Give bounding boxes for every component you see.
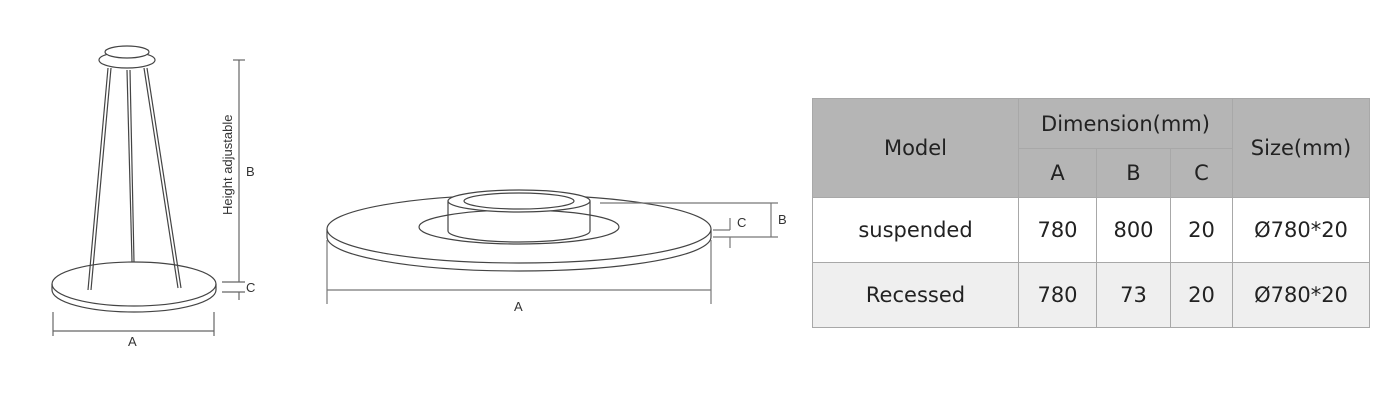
table-row: Recessed 780 73 20 Ø780*20 (812, 262, 1370, 328)
header-b: B (1096, 148, 1171, 198)
header-size: Size(mm) (1232, 98, 1370, 198)
header-model: Model (812, 98, 1019, 198)
cell-size: Ø780*20 (1232, 262, 1370, 328)
recessed-dimension-c-label: C (737, 215, 746, 230)
table-row: suspended 780 800 20 Ø780*20 (812, 197, 1370, 263)
dimension-b-label: B (246, 164, 255, 179)
cell-c: 20 (1170, 262, 1233, 328)
cell-b: 73 (1096, 262, 1171, 328)
dimension-a-label: A (128, 334, 137, 349)
dimension-c-label: C (246, 280, 255, 295)
dimension-table: Model Dimension(mm) Size(mm) A B C suspe… (812, 98, 1370, 328)
cell-model: Recessed (812, 262, 1019, 328)
recessed-dimension-b-label: B (778, 212, 787, 227)
recessed-dimension-a-label: A (514, 299, 523, 314)
cell-a: 780 (1018, 262, 1097, 328)
cell-c: 20 (1170, 197, 1233, 263)
height-adjustable-label: Height adjustable (220, 115, 235, 215)
cell-size: Ø780*20 (1232, 197, 1370, 263)
header-c: C (1170, 148, 1233, 198)
recessed-lamp-drawing (326, 189, 778, 304)
cell-model: suspended (812, 197, 1019, 263)
header-dimension: Dimension(mm) (1018, 98, 1233, 149)
cell-b: 800 (1096, 197, 1171, 263)
cell-a: 780 (1018, 197, 1097, 263)
header-a: A (1018, 148, 1097, 198)
suspended-lamp-drawing (51, 45, 245, 336)
